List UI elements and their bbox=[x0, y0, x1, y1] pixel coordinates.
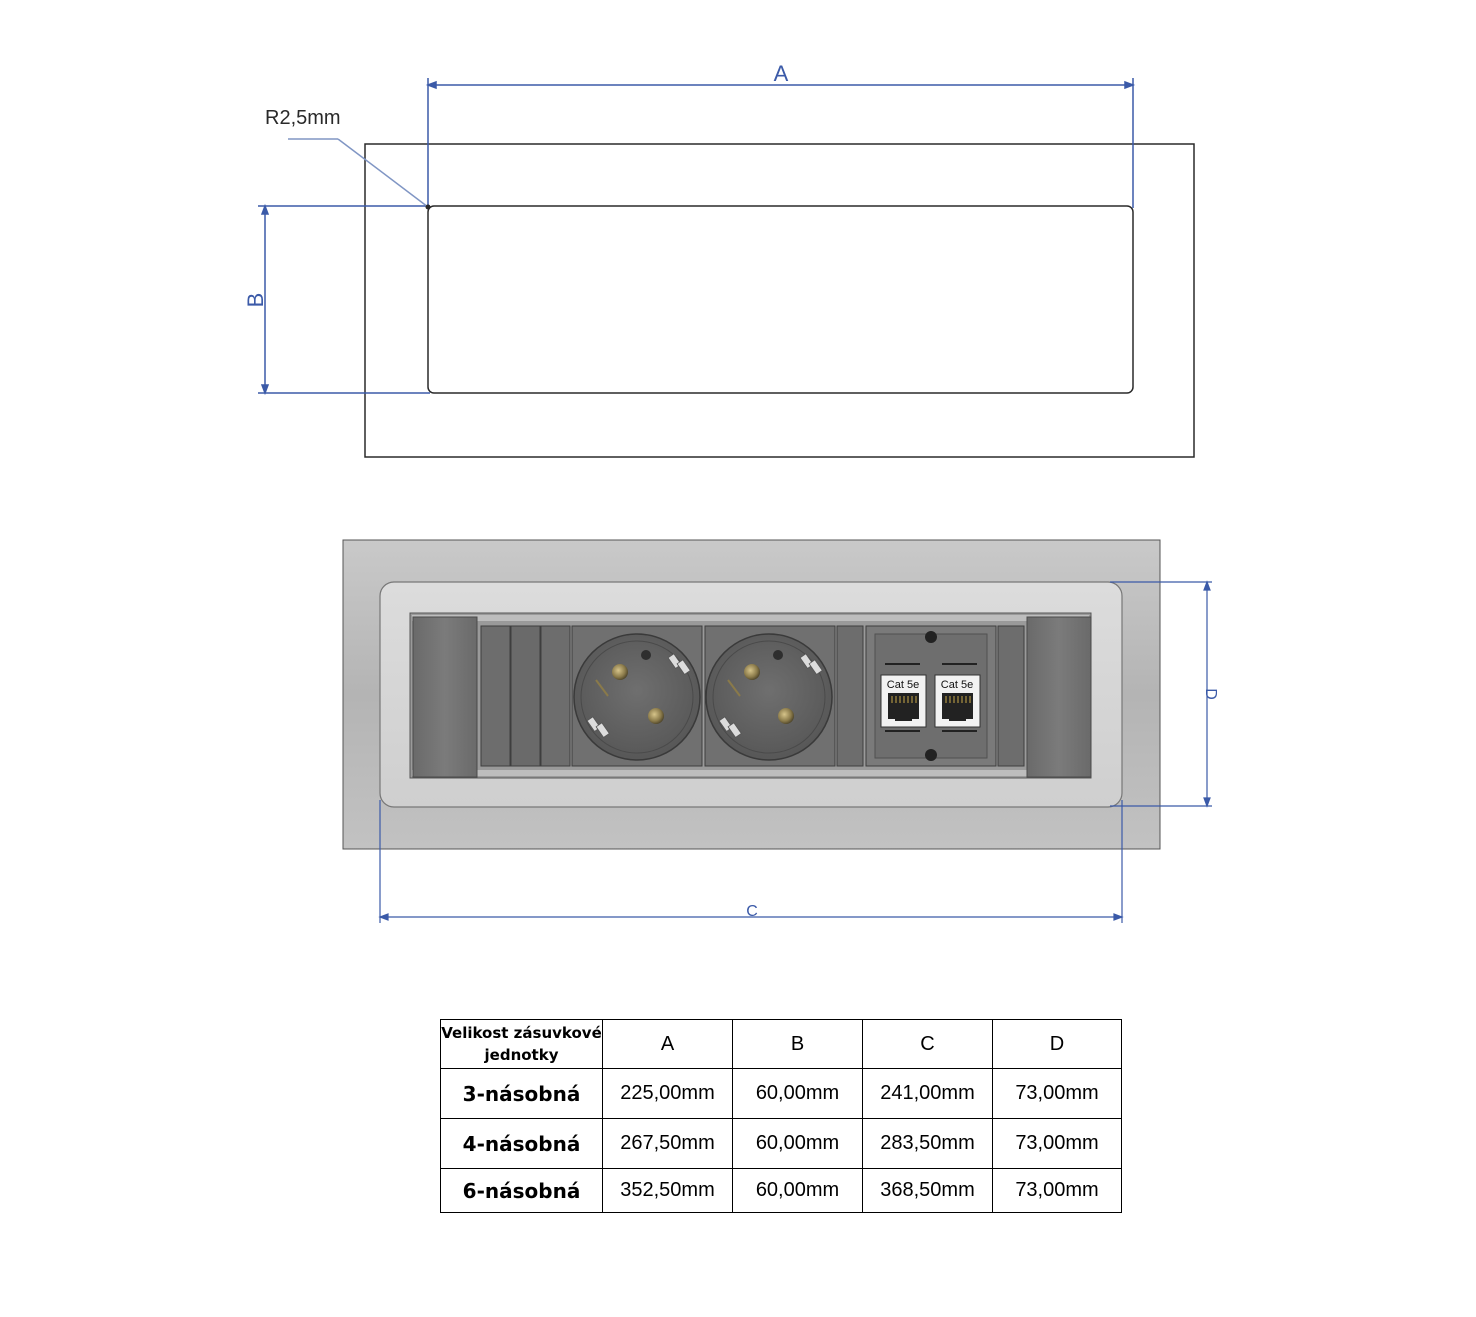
socket-hole bbox=[744, 664, 760, 680]
cell-a: 352,50mm bbox=[602, 1168, 733, 1213]
blank-modules bbox=[480, 625, 571, 767]
cell-a: 267,50mm bbox=[602, 1118, 733, 1169]
data-module: Cat 5e Cat 5e bbox=[865, 625, 997, 767]
dimension-b-label: B bbox=[243, 293, 268, 308]
table-header-row: Velikost zásuvkové jednotky A B C D bbox=[440, 1019, 1122, 1069]
port-2-label: Cat 5e bbox=[941, 679, 973, 691]
socket-hole bbox=[648, 708, 664, 724]
spacer-module bbox=[836, 625, 864, 767]
table-row: 3-násobná 225,00mm 60,00mm 241,00mm 73,0… bbox=[440, 1068, 1122, 1119]
cell-c: 241,00mm bbox=[862, 1068, 993, 1119]
dimension-d-label: D bbox=[1202, 688, 1219, 700]
cell-d: 73,00mm bbox=[992, 1068, 1122, 1119]
dimension-a-label: A bbox=[774, 61, 789, 86]
dimension-b bbox=[258, 203, 430, 396]
power-socket-2 bbox=[704, 625, 836, 767]
radius-label: R2,5mm bbox=[265, 107, 341, 129]
header-a: A bbox=[602, 1019, 733, 1069]
cell-c: 368,50mm bbox=[862, 1168, 993, 1213]
header-unit-size: Velikost zásuvkové jednotky bbox=[440, 1019, 603, 1069]
table-row: 4-násobná 267,50mm 60,00mm 283,50mm 73,0… bbox=[440, 1118, 1122, 1169]
power-socket-1 bbox=[571, 625, 703, 767]
spacer-module-right bbox=[997, 625, 1025, 767]
earth-clip-icon bbox=[718, 653, 823, 739]
end-cap-left bbox=[412, 616, 478, 778]
dimension-a bbox=[425, 78, 1136, 208]
header-b: B bbox=[732, 1019, 863, 1069]
radius-leader bbox=[288, 138, 429, 208]
earth-clip-icon bbox=[586, 653, 691, 739]
table-row: 6-násobná 352,50mm 60,00mm 368,50mm 73,0… bbox=[440, 1168, 1122, 1213]
radius-point bbox=[425, 204, 431, 210]
cell-b: 60,00mm bbox=[732, 1168, 863, 1213]
top-view: A B R2,5mm bbox=[243, 61, 1195, 458]
rj45-port-1: Cat 5e bbox=[880, 674, 927, 728]
port-1-label: Cat 5e bbox=[887, 679, 919, 691]
dimension-c-label: C bbox=[746, 903, 758, 920]
cell-d: 73,00mm bbox=[992, 1118, 1122, 1169]
header-c: C bbox=[862, 1019, 993, 1069]
end-cap-right bbox=[1026, 616, 1092, 778]
dimension-d bbox=[1110, 580, 1212, 808]
socket-hole bbox=[612, 664, 628, 680]
cell-b: 60,00mm bbox=[732, 1118, 863, 1169]
cell-d: 73,00mm bbox=[992, 1168, 1122, 1213]
dimension-c bbox=[378, 800, 1124, 923]
socket-hole bbox=[778, 708, 794, 724]
rj45-port-2: Cat 5e bbox=[934, 674, 981, 728]
header-d: D bbox=[992, 1019, 1122, 1069]
cell-c: 283,50mm bbox=[862, 1118, 993, 1169]
cell-b: 60,00mm bbox=[732, 1068, 863, 1119]
cutout-outline bbox=[427, 205, 1134, 394]
row-label: 6-násobná bbox=[440, 1168, 603, 1213]
front-view: Cat 5e Cat 5e bbox=[342, 539, 1219, 923]
row-label: 4-násobná bbox=[440, 1118, 603, 1169]
dimensions-table: Velikost zásuvkové jednotky A B C D 3-ná… bbox=[440, 1019, 1122, 1213]
row-label: 3-násobná bbox=[440, 1068, 603, 1119]
cell-a: 225,00mm bbox=[602, 1068, 733, 1119]
outer-frame-outline bbox=[364, 143, 1195, 458]
